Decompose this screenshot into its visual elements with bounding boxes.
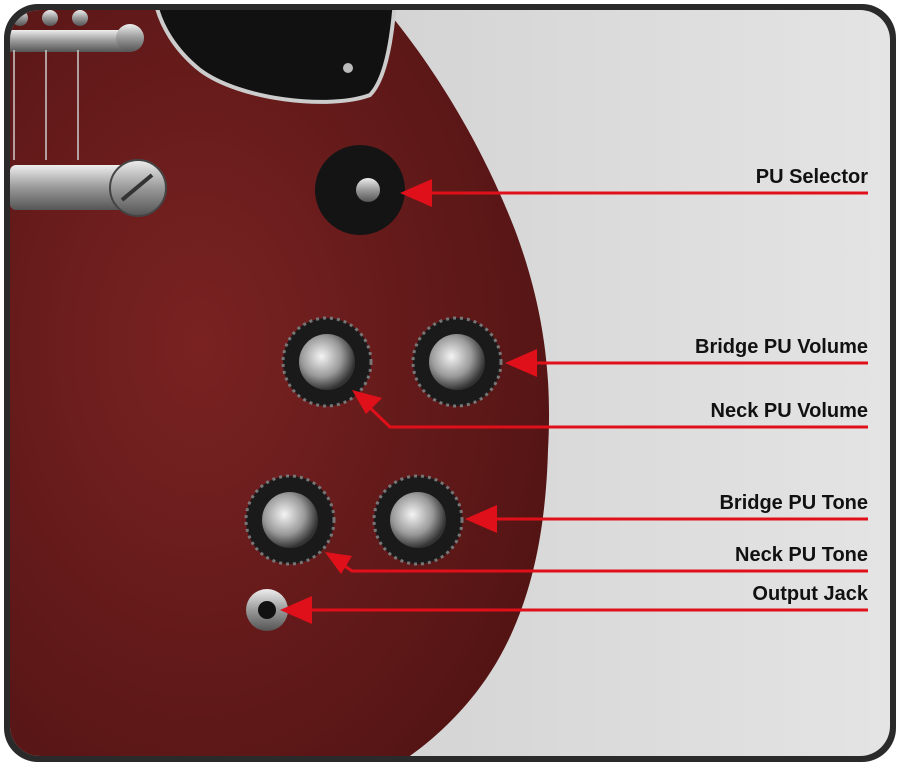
label-bridge-pu-tone: Bridge PU Tone — [719, 492, 868, 514]
arrowheads — [280, 179, 537, 624]
arrow-neck-pu-volume — [360, 398, 868, 429]
label-bridge-pu-volume: Bridge PU Volume — [695, 336, 868, 358]
pu-selector-switch — [356, 178, 380, 202]
tailpiece — [10, 165, 130, 210]
label-neck-pu-tone: Neck PU Tone — [735, 544, 868, 566]
label-output-jack: Output Jack — [752, 583, 868, 605]
bridge — [10, 30, 130, 52]
label-pu-selector: PU Selector — [755, 166, 868, 188]
pickguard-screw — [343, 63, 353, 73]
knobs — [244, 316, 503, 566]
pickguard — [152, 10, 398, 104]
label-neck-pu-volume: Neck PU Volume — [710, 400, 868, 422]
